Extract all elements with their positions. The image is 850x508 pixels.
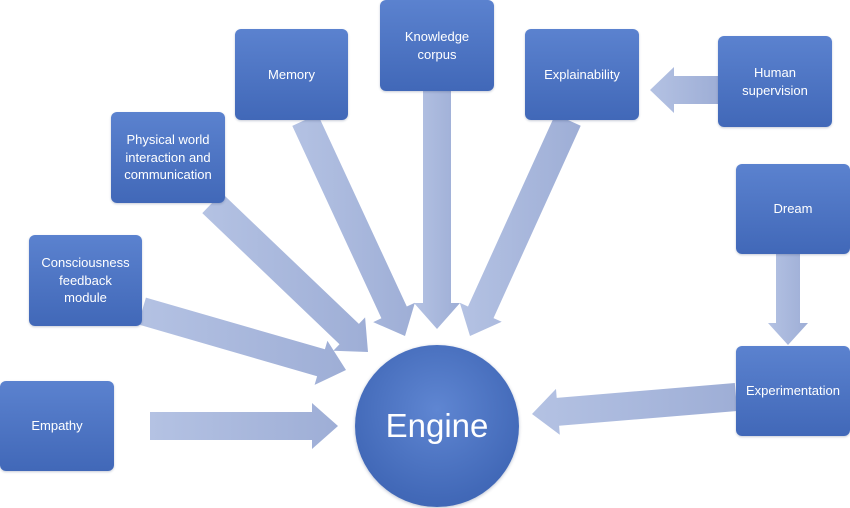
node-experimentation-label: Experimentation [746,383,840,399]
node-memory-label: Memory [268,66,315,82]
node-human-supervision-label: Human supervision [742,64,808,98]
arrow-empathy-to-engine [150,403,338,449]
node-experimentation: Experimentation [736,346,850,436]
node-explainability-label: Explainability [544,66,620,82]
node-knowledge-corpus-label: Knowledge corpus [404,28,470,62]
node-empathy: Empathy [0,381,114,471]
arrow-physical-world-to-engine [202,192,368,352]
node-physical-world-interaction: Physical world interaction and communica… [111,112,225,203]
node-knowledge-corpus: Knowledge corpus [380,0,494,91]
node-dream: Dream [736,164,850,254]
arrow-dream-to-experimentation [768,254,808,345]
node-explainability: Explainability [525,29,639,120]
engine-circle: Engine [355,345,519,507]
arrow-explainability-to-engine [459,114,581,336]
arrow-consciousness-to-engine [138,297,346,385]
arrow-memory-to-engine [292,114,415,336]
arrow-experimentation-to-engine [532,383,738,435]
arrow-knowledge-corpus-to-engine [414,91,460,329]
engine-label: Engine [385,407,489,444]
node-physical-world-label: Physical world interaction and communica… [124,132,212,183]
node-human-supervision: Human supervision [718,36,832,127]
arrow-human-supervision-to-explainability [650,67,718,113]
node-consciousness-feedback-module: Consciousness feedback module [29,235,142,326]
node-dream-label: Dream [773,201,813,217]
node-memory: Memory [235,29,348,120]
node-consciousness-label: Consciousness feedback module [41,255,130,306]
node-empathy-label: Empathy [31,418,83,434]
